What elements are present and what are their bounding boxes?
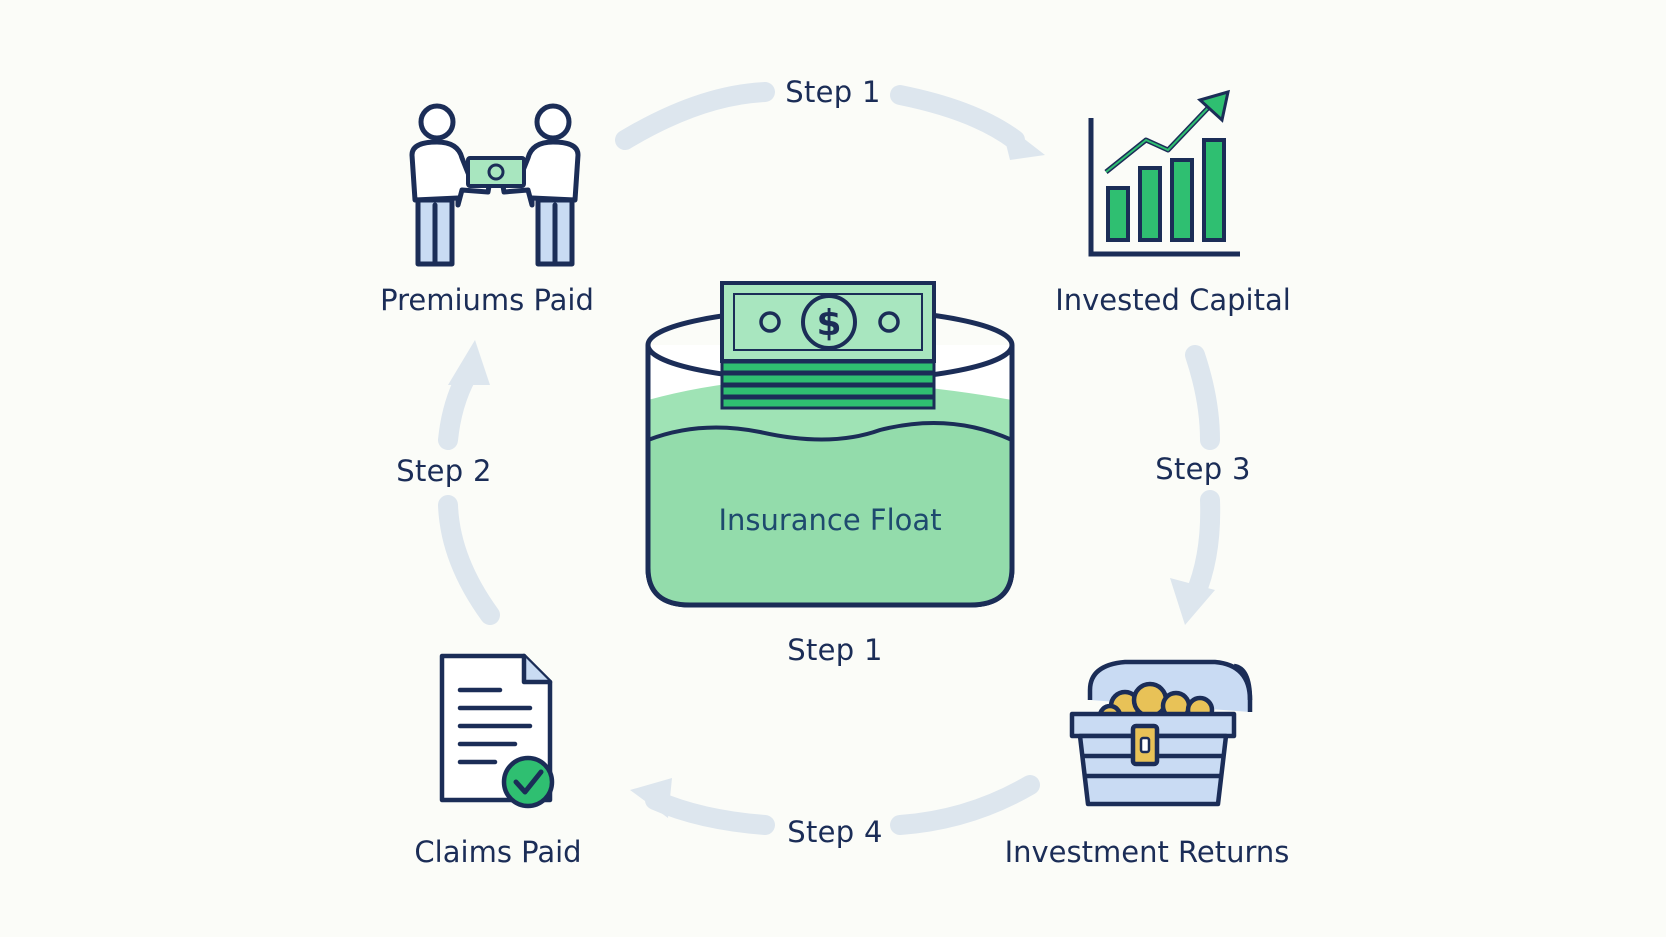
arrowhead-bottom: [630, 778, 672, 818]
arrow-top: [615, 82, 775, 150]
step-label-center-below: Step 1: [787, 633, 883, 667]
arrow-bottom: [890, 775, 1040, 835]
arrow-right: [1185, 345, 1220, 450]
handshake-money-icon: [409, 103, 581, 267]
treasure-chest-icon: [1069, 659, 1253, 807]
approved-document-icon: [439, 653, 555, 809]
arrowhead-left: [448, 340, 490, 385]
node-label-returns: Investment Returns: [1004, 835, 1290, 869]
step-label-bottom: Step 4: [787, 815, 883, 849]
arrow-left: [438, 495, 500, 625]
growth-chart-icon: [1088, 89, 1240, 257]
arrowhead-top: [1000, 120, 1045, 160]
step-label-top: Step 1: [785, 75, 881, 109]
center-label: Insurance Float: [718, 503, 942, 537]
step-label-right: Step 3: [1155, 452, 1251, 486]
arrowhead-right: [1170, 578, 1215, 625]
node-label-claims: Claims Paid: [414, 835, 582, 869]
cycle-arrows: [438, 82, 1221, 835]
node-label-capital: Invested Capital: [1055, 283, 1291, 317]
node-label-premiums: Premiums Paid: [380, 283, 594, 317]
svg-text:$: $: [816, 303, 841, 344]
step-label-left: Step 2: [396, 454, 492, 488]
money-jar-icon: $: [645, 281, 1015, 608]
